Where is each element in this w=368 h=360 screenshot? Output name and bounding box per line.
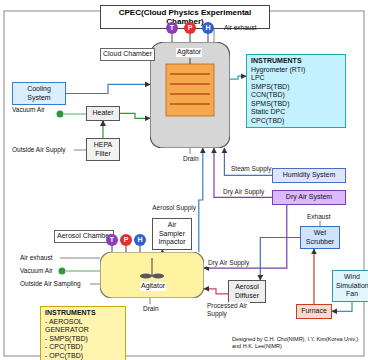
edge-label: Dry Air Supply: [222, 188, 265, 196]
pipe-connector: [125, 246, 126, 252]
part-label: Air exhaust: [20, 254, 53, 262]
pipe-connector: [199, 148, 203, 252]
node-heading: Furnace: [300, 307, 328, 316]
pipe-connector: [66, 84, 150, 93]
sensor-circle: P: [120, 234, 132, 246]
vacuum-pump: [57, 111, 64, 118]
node-text: - OPC(TBD): [45, 352, 121, 360]
pipe-connector: [204, 289, 228, 294]
sensor-circle: T: [106, 234, 118, 246]
node-heading: T: [106, 234, 118, 246]
part-label: Vacuum Air: [12, 106, 45, 114]
humidity-system: Humidity System: [272, 168, 346, 183]
node-heading: Cloud Chamber: [100, 48, 155, 61]
part-label: Drain: [143, 305, 159, 313]
aerosol-chamber: Aerosol ChamberAgitator: [100, 252, 204, 298]
node-heading: T: [166, 22, 178, 34]
edge-label: Aerosol Supply: [148, 204, 197, 212]
node-text: - CPC(TBD): [45, 343, 121, 352]
node-text: - AEROSOL GENERATOR: [45, 318, 121, 335]
part-label: Drain: [183, 155, 199, 163]
node-text: SPMS(TBD): [251, 100, 341, 109]
furnace: Furnace: [296, 304, 332, 319]
cooling-system: Cooling System: [12, 82, 66, 105]
dry-air-system: Dry Air System: [272, 190, 346, 205]
node-text: SMPS(TBD): [251, 83, 341, 92]
aerosol-diffuser: Aerosol Diffuser: [228, 280, 266, 303]
pipe-connector: [102, 121, 103, 139]
node-text: Agitator: [176, 48, 202, 57]
node-text: CCN(TBD): [251, 91, 341, 100]
sensor-circle: T: [166, 22, 178, 34]
node-heading: Cooling System: [16, 85, 62, 102]
instruments-panel: INSTRUMENTS- AEROSOL GENERATOR- SMPS(TBD…: [40, 306, 126, 360]
node-heading: P: [184, 22, 196, 34]
node-heading: Aerosol Diffuser: [232, 283, 262, 300]
edge-label: Processed Air Supply: [206, 302, 250, 317]
node-heading: INSTRUMENTS: [251, 57, 341, 66]
pipe-connector: [230, 76, 246, 79]
pipe-connector: [207, 34, 208, 42]
node-heading: Heater: [90, 109, 116, 118]
node-heading: INSTRUMENTS: [45, 309, 121, 318]
part-label: Outside Air Supply: [12, 146, 65, 154]
node-text: Static DPC: [251, 108, 341, 117]
pipe-connector: [214, 148, 272, 197]
instruments-panel: INSTRUMENTSHygrometer (RTI)LPCSMPS(TBD)C…: [246, 54, 346, 128]
pipe-connector: [189, 34, 190, 42]
edge-label: Dry Air Supply: [207, 259, 250, 267]
sensor-circle: H: [134, 234, 146, 246]
vacuum-pump: [59, 268, 66, 275]
pipe-connector: [120, 113, 150, 118]
part-label: Vacuum Air: [20, 267, 53, 275]
node-heading: H: [202, 22, 214, 34]
node-heading: Wind Simulation Fan: [336, 273, 368, 299]
pipe-connector: [260, 238, 300, 281]
wet-scrubber: Wet Scrubber: [300, 226, 340, 249]
air-sampler: Air Sampler Impactor: [152, 218, 192, 250]
pipe-connector: [313, 249, 314, 304]
pipe-connector: [111, 246, 112, 252]
part-label: Exhaust: [307, 213, 331, 221]
credit-note: Designed by C.H. Cho(NIMR), I.Y. Kim(Kor…: [232, 336, 360, 349]
node-heading: HEPA Filter: [90, 141, 116, 158]
node-text: - SMPS(TBD): [45, 335, 121, 344]
pipe-connector: [139, 246, 140, 252]
hepa-filter: HEPA Filter: [86, 138, 120, 161]
node-text: Hygrometer (RTI): [251, 66, 341, 75]
node-text: LPC: [251, 74, 341, 83]
vessel-outline: [150, 42, 230, 148]
sensor-circle: H: [202, 22, 214, 34]
node-heading: Air Sampler Impactor: [156, 221, 188, 247]
vessel-outline: [100, 252, 204, 298]
pipe-connector: [171, 34, 172, 42]
pipe-connector: [224, 148, 272, 175]
node-heading: Dry Air System: [276, 193, 342, 202]
frame: [4, 11, 364, 356]
node-heading: P: [120, 234, 132, 246]
cloud-chamber: Cloud ChamberAgitator: [150, 42, 230, 148]
node-text: Agitator: [140, 282, 166, 291]
edge-label: Steam Supply: [230, 165, 272, 173]
node-heading: Wet Scrubber: [304, 229, 336, 246]
heater: Heater: [86, 106, 120, 121]
node-heading: H: [134, 234, 146, 246]
sensor-circle: P: [184, 22, 196, 34]
node-text: CPC(TBD): [251, 117, 341, 126]
node-heading: Humidity System: [276, 171, 342, 180]
part-label: Air exhaust: [224, 24, 257, 32]
pipe-connector: [332, 302, 352, 312]
pipe-connector: [204, 205, 287, 269]
part-label: Outside Air Sampling: [20, 280, 81, 288]
wind-fan: Wind Simulation Fan: [332, 270, 368, 302]
